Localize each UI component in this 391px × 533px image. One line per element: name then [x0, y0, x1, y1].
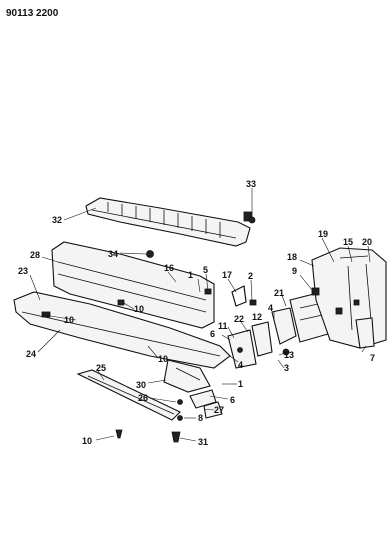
callout-6b: 6 [230, 395, 235, 405]
callout-23: 23 [18, 266, 28, 276]
callout-22: 22 [234, 314, 244, 324]
part-33 [248, 216, 256, 224]
callout-18: 18 [287, 252, 297, 262]
callout-15: 15 [343, 237, 353, 247]
lower-bumper-cover [13, 291, 231, 369]
callout-4: 4 [268, 303, 273, 313]
part-7 [355, 317, 375, 349]
diagram-code: 90113 2200 [6, 8, 59, 19]
callout-10b: 10 [134, 304, 144, 314]
callout-1a: 1 [188, 270, 193, 280]
callout-10c: 10 [158, 354, 168, 364]
callout-26: 26 [138, 393, 148, 403]
callout-3: 3 [284, 363, 289, 373]
callout-13: 13 [284, 350, 294, 360]
bumper-face-bar [51, 241, 215, 329]
callout-16: 16 [164, 263, 174, 273]
callout-21: 21 [274, 288, 284, 298]
callout-17: 17 [222, 270, 232, 280]
bumper-isolators [231, 285, 257, 307]
callout-leaders [29, 188, 371, 442]
air-deflector [76, 369, 181, 421]
upper-reinforcement-bar [85, 197, 253, 247]
callout-11: 11 [218, 321, 228, 331]
bottom-fasteners [115, 429, 181, 443]
callout-32: 32 [52, 215, 62, 225]
callout-6a: 6 [210, 329, 215, 339]
callout-7: 7 [370, 353, 375, 363]
callout-10d: 10 [82, 436, 92, 446]
callout-4b: 4 [238, 360, 243, 370]
callout-19: 19 [318, 229, 328, 239]
callout-8: 8 [198, 413, 203, 423]
callout-27: 27 [214, 405, 224, 415]
callout-labels: 33 32 34 28 16 5 17 2 19 15 20 18 9 23 1… [18, 179, 375, 447]
callout-24: 24 [26, 349, 36, 359]
callout-12: 12 [252, 312, 262, 322]
mounting-brackets [227, 307, 297, 369]
callout-1b: 1 [238, 379, 243, 389]
callout-28: 28 [30, 250, 40, 260]
callout-25: 25 [96, 363, 106, 373]
fastener-34 [146, 250, 154, 258]
callout-2: 2 [248, 271, 253, 281]
callout-34: 34 [108, 249, 118, 259]
callout-31: 31 [198, 437, 208, 447]
callout-10a: 10 [64, 315, 74, 325]
callout-30: 30 [136, 380, 146, 390]
callout-5: 5 [203, 265, 208, 275]
callout-33: 33 [246, 179, 256, 189]
callout-9: 9 [292, 266, 297, 276]
callout-20: 20 [362, 237, 372, 247]
bracket-30 [163, 359, 211, 393]
